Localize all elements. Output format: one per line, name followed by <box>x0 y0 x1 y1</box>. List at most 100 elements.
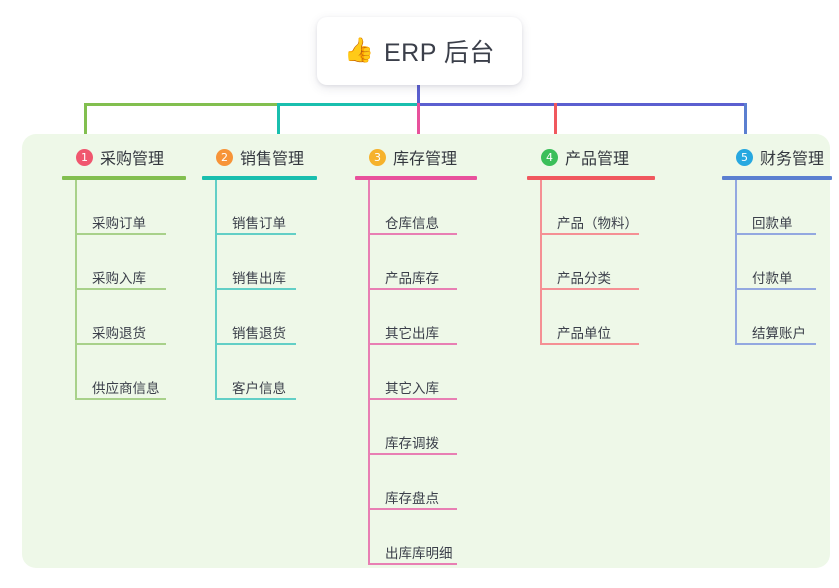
tree-item-rule <box>736 288 816 290</box>
tree-item[interactable]: 库存调拨 <box>369 400 477 455</box>
stub-connector-column-5 <box>744 103 747 143</box>
tree-item[interactable]: 采购退货 <box>76 290 186 345</box>
column-spine-3 <box>368 180 370 565</box>
tree-item[interactable]: 供应商信息 <box>76 345 186 400</box>
tree-item[interactable]: 销售出库 <box>216 235 317 290</box>
tree-item[interactable]: 销售退货 <box>216 290 317 345</box>
root-stem-connector <box>417 85 420 104</box>
tree-item-rule <box>369 563 457 565</box>
tree-item-label: 销售订单 <box>232 216 286 231</box>
tree-item[interactable]: 采购入库 <box>76 235 186 290</box>
column-title-3: 库存管理 <box>393 151 458 168</box>
tree-item-label: 采购退货 <box>92 326 146 341</box>
column-spine-4 <box>540 180 542 345</box>
tree-item[interactable]: 库存盘点 <box>369 455 477 510</box>
column-items-3: 仓库信息产品库存其它出库其它入库库存调拨库存盘点出库库明细 <box>355 180 477 565</box>
tree-item-rule <box>736 343 816 345</box>
tree-item-rule <box>216 233 296 235</box>
tree-item[interactable]: 其它出库 <box>369 290 477 345</box>
tree-item-label: 产品单位 <box>557 326 611 341</box>
stub-connector-column-4 <box>554 103 557 143</box>
column-4: 4 产品管理产品（物料） 产品分类产品单位 <box>527 144 655 345</box>
bus-segment-teal <box>277 103 419 106</box>
tree-item[interactable]: 回款单 <box>736 180 832 235</box>
tree-item-label: 客户信息 <box>232 381 286 396</box>
tree-item-label: 付款单 <box>752 271 793 286</box>
column-title-5: 财务管理 <box>760 151 825 168</box>
column-spine-1 <box>75 180 77 400</box>
tree-item-label: 库存盘点 <box>385 491 439 506</box>
column-header-1[interactable]: 1 采购管理 <box>62 144 186 170</box>
tree-item-rule <box>369 288 457 290</box>
column-items-2: 销售订单销售出库销售退货客户信息 <box>202 180 317 400</box>
tree-item-label: 结算账户 <box>752 326 806 341</box>
tree-item[interactable]: 产品单位 <box>541 290 655 345</box>
stub-connector-column-1 <box>84 103 87 143</box>
tree-item[interactable]: 出库库明细 <box>369 510 477 565</box>
tree-item-label: 采购入库 <box>92 271 146 286</box>
column-badge-5: 5 <box>736 148 753 166</box>
column-rule-5 <box>722 176 832 180</box>
column-items-5: 回款单付款单结算账户 <box>722 180 832 345</box>
column-items-1: 采购订单采购入库采购退货供应商信息 <box>62 180 186 400</box>
tree-item-rule <box>76 288 166 290</box>
tree-item-label: 产品库存 <box>385 271 439 286</box>
column-spine-2 <box>215 180 217 400</box>
tree-item[interactable]: 产品分类 <box>541 235 655 290</box>
tree-item-label: 其它出库 <box>385 326 439 341</box>
tree-item[interactable]: 客户信息 <box>216 345 317 400</box>
column-title-2: 销售管理 <box>240 151 305 168</box>
tree-item[interactable]: 仓库信息 <box>369 180 477 235</box>
column-5: 5 财务管理回款单付款单结算账户 <box>722 144 832 345</box>
tree-item-label: 其它入库 <box>385 381 439 396</box>
column-header-4[interactable]: 4 产品管理 <box>527 144 655 170</box>
column-header-5[interactable]: 5 财务管理 <box>722 144 832 170</box>
tree-item-label: 产品（物料） <box>557 216 638 231</box>
tree-item-rule <box>369 343 457 345</box>
column-badge-2: 2 <box>216 148 233 166</box>
tree-item-rule <box>369 398 457 400</box>
column-1: 1 采购管理采购订单采购入库采购退货供应商信息 <box>62 144 186 400</box>
tree-item-rule <box>369 233 457 235</box>
tree-item[interactable]: 其它入库 <box>369 345 477 400</box>
tree-item-rule <box>76 398 166 400</box>
column-2: 2 销售管理销售订单销售出库销售退货客户信息 <box>202 144 317 400</box>
tree-item-label: 销售出库 <box>232 271 286 286</box>
column-rule-1 <box>62 176 186 180</box>
tree-item-rule <box>216 343 296 345</box>
tree-item-rule <box>369 453 457 455</box>
tree-item-label: 销售退货 <box>232 326 286 341</box>
tree-item-rule <box>369 508 457 510</box>
tree-item-label: 回款单 <box>752 216 793 231</box>
tree-item[interactable]: 产品库存 <box>369 235 477 290</box>
column-badge-4: 4 <box>541 148 558 166</box>
diagram-panel <box>22 134 830 568</box>
columns-container: 1 采购管理采购订单采购入库采购退货供应商信息 2 销售管理销售订单销售出库销售退货客… <box>22 134 832 568</box>
column-rule-4 <box>527 176 655 180</box>
tree-item-label: 供应商信息 <box>92 381 160 396</box>
column-items-4: 产品（物料） 产品分类产品单位 <box>527 180 655 345</box>
tree-item-rule <box>541 233 639 235</box>
column-title-4: 产品管理 <box>565 151 630 168</box>
column-rule-2 <box>202 176 317 180</box>
tree-item-rule <box>216 398 296 400</box>
stub-connector-column-3 <box>417 103 420 143</box>
tree-item[interactable]: 销售订单 <box>216 180 317 235</box>
tree-item-rule <box>216 288 296 290</box>
tree-item[interactable]: 付款单 <box>736 235 832 290</box>
tree-item-label: 采购订单 <box>92 216 146 231</box>
column-header-2[interactable]: 2 销售管理 <box>202 144 317 170</box>
tree-item[interactable]: 结算账户 <box>736 290 832 345</box>
bus-segment-purple <box>417 103 747 106</box>
column-spine-5 <box>735 180 737 345</box>
column-title-1: 采购管理 <box>100 151 165 168</box>
tree-item-rule <box>541 343 639 345</box>
tree-item[interactable]: 采购订单 <box>76 180 186 235</box>
root-title-card[interactable]: 👍 ERP 后台 <box>317 17 522 85</box>
tree-item-rule <box>76 233 166 235</box>
tree-item[interactable]: 产品（物料） <box>541 180 655 235</box>
page-title: ERP 后台 <box>383 39 495 67</box>
column-badge-1: 1 <box>76 148 93 166</box>
